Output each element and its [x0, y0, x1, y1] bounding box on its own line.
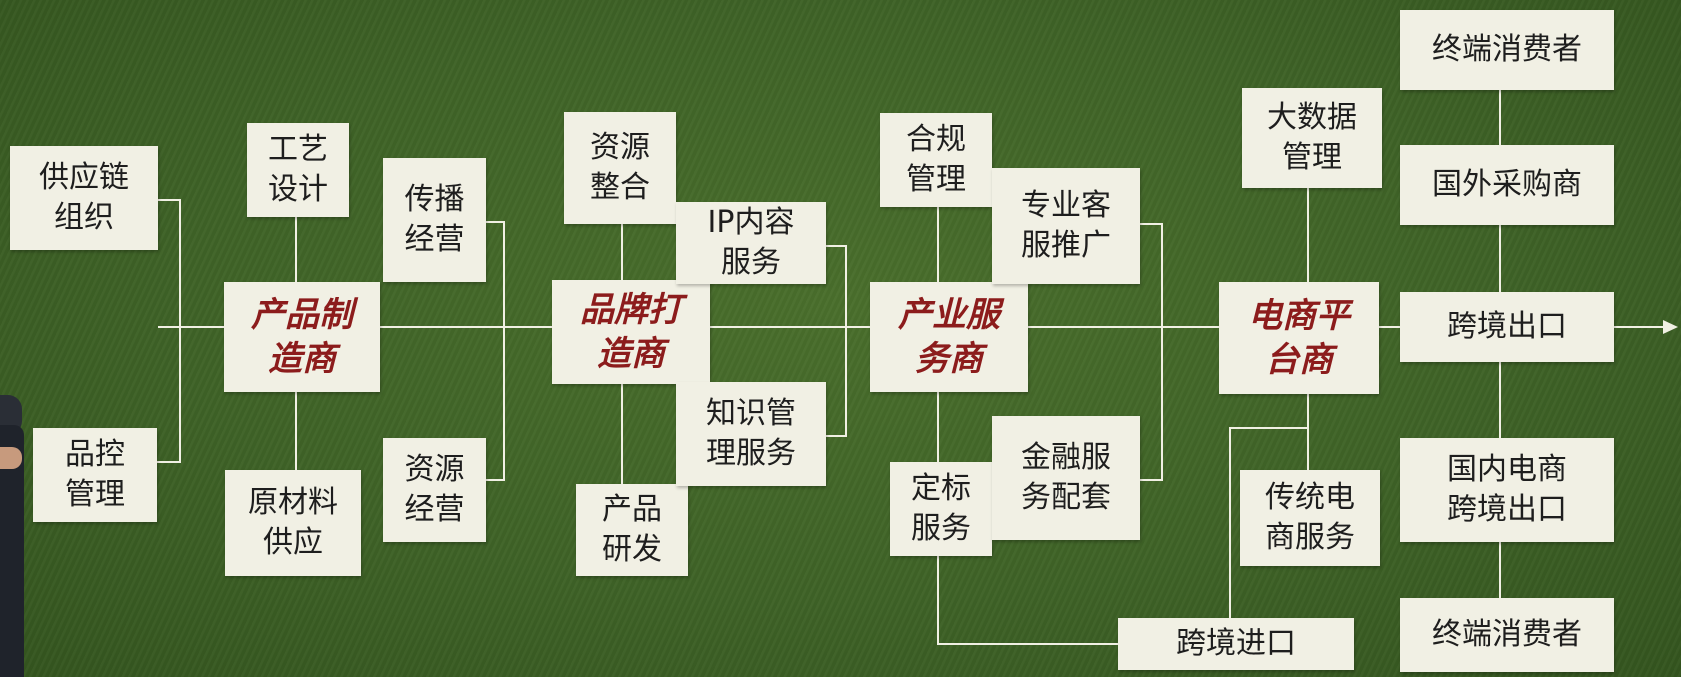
node-cross-border-import: 跨境进口 — [1118, 618, 1354, 670]
node-resource-ops: 资源 经营 — [383, 438, 486, 542]
node-resource-integration: 资源 整合 — [564, 112, 676, 224]
supply-chain-bracket — [157, 199, 181, 463]
node-foreign-buyer: 国外采购商 — [1400, 145, 1614, 225]
communication-bracket — [486, 221, 505, 481]
import-bracket — [1229, 427, 1308, 618]
presenter-figure — [0, 395, 26, 677]
node-traditional-ecommerce: 传统电 商服务 — [1240, 470, 1380, 566]
node-compliance: 合规 管理 — [880, 113, 992, 207]
presenter-hand — [0, 447, 22, 469]
hub-product-manufacturer: 产品制 造商 — [224, 282, 380, 392]
node-domestic-ecommerce-export: 国内电商 跨境出口 — [1400, 438, 1614, 542]
node-pro-promotion: 专业客 服推广 — [992, 168, 1140, 284]
node-finance: 金融服 务配套 — [992, 416, 1140, 540]
node-cross-border-export: 跨境出口 — [1400, 292, 1614, 362]
hub-ecommerce-platform: 电商平 台商 — [1219, 282, 1379, 394]
ip-service-bracket — [826, 245, 847, 437]
node-process-design: 工艺 设计 — [247, 123, 349, 217]
node-ip-management: 知识管 理服务 — [676, 382, 826, 486]
promotion-bracket — [1140, 223, 1163, 481]
node-standard-service: 定标 服务 — [890, 462, 992, 556]
node-quality-control: 品控 管理 — [33, 428, 157, 522]
import-link — [937, 556, 1118, 645]
output-arrow-icon — [1663, 320, 1678, 334]
node-supply-chain: 供应链 组织 — [10, 146, 158, 250]
hub-industry-service-provider: 产业服 务商 — [870, 282, 1028, 392]
node-communication-ops: 传播 经营 — [383, 158, 486, 282]
node-consumer-top: 终端消费者 — [1400, 10, 1614, 90]
node-ip-content: IP内容 服务 — [676, 202, 826, 284]
node-consumer-bottom: 终端消费者 — [1400, 598, 1614, 672]
hub-brand-builder: 品牌打 造商 — [552, 280, 710, 384]
node-raw-material: 原材料 供应 — [225, 470, 361, 576]
node-big-data: 大数据 管理 — [1242, 88, 1382, 188]
node-product-rd: 产品 研发 — [576, 484, 688, 576]
